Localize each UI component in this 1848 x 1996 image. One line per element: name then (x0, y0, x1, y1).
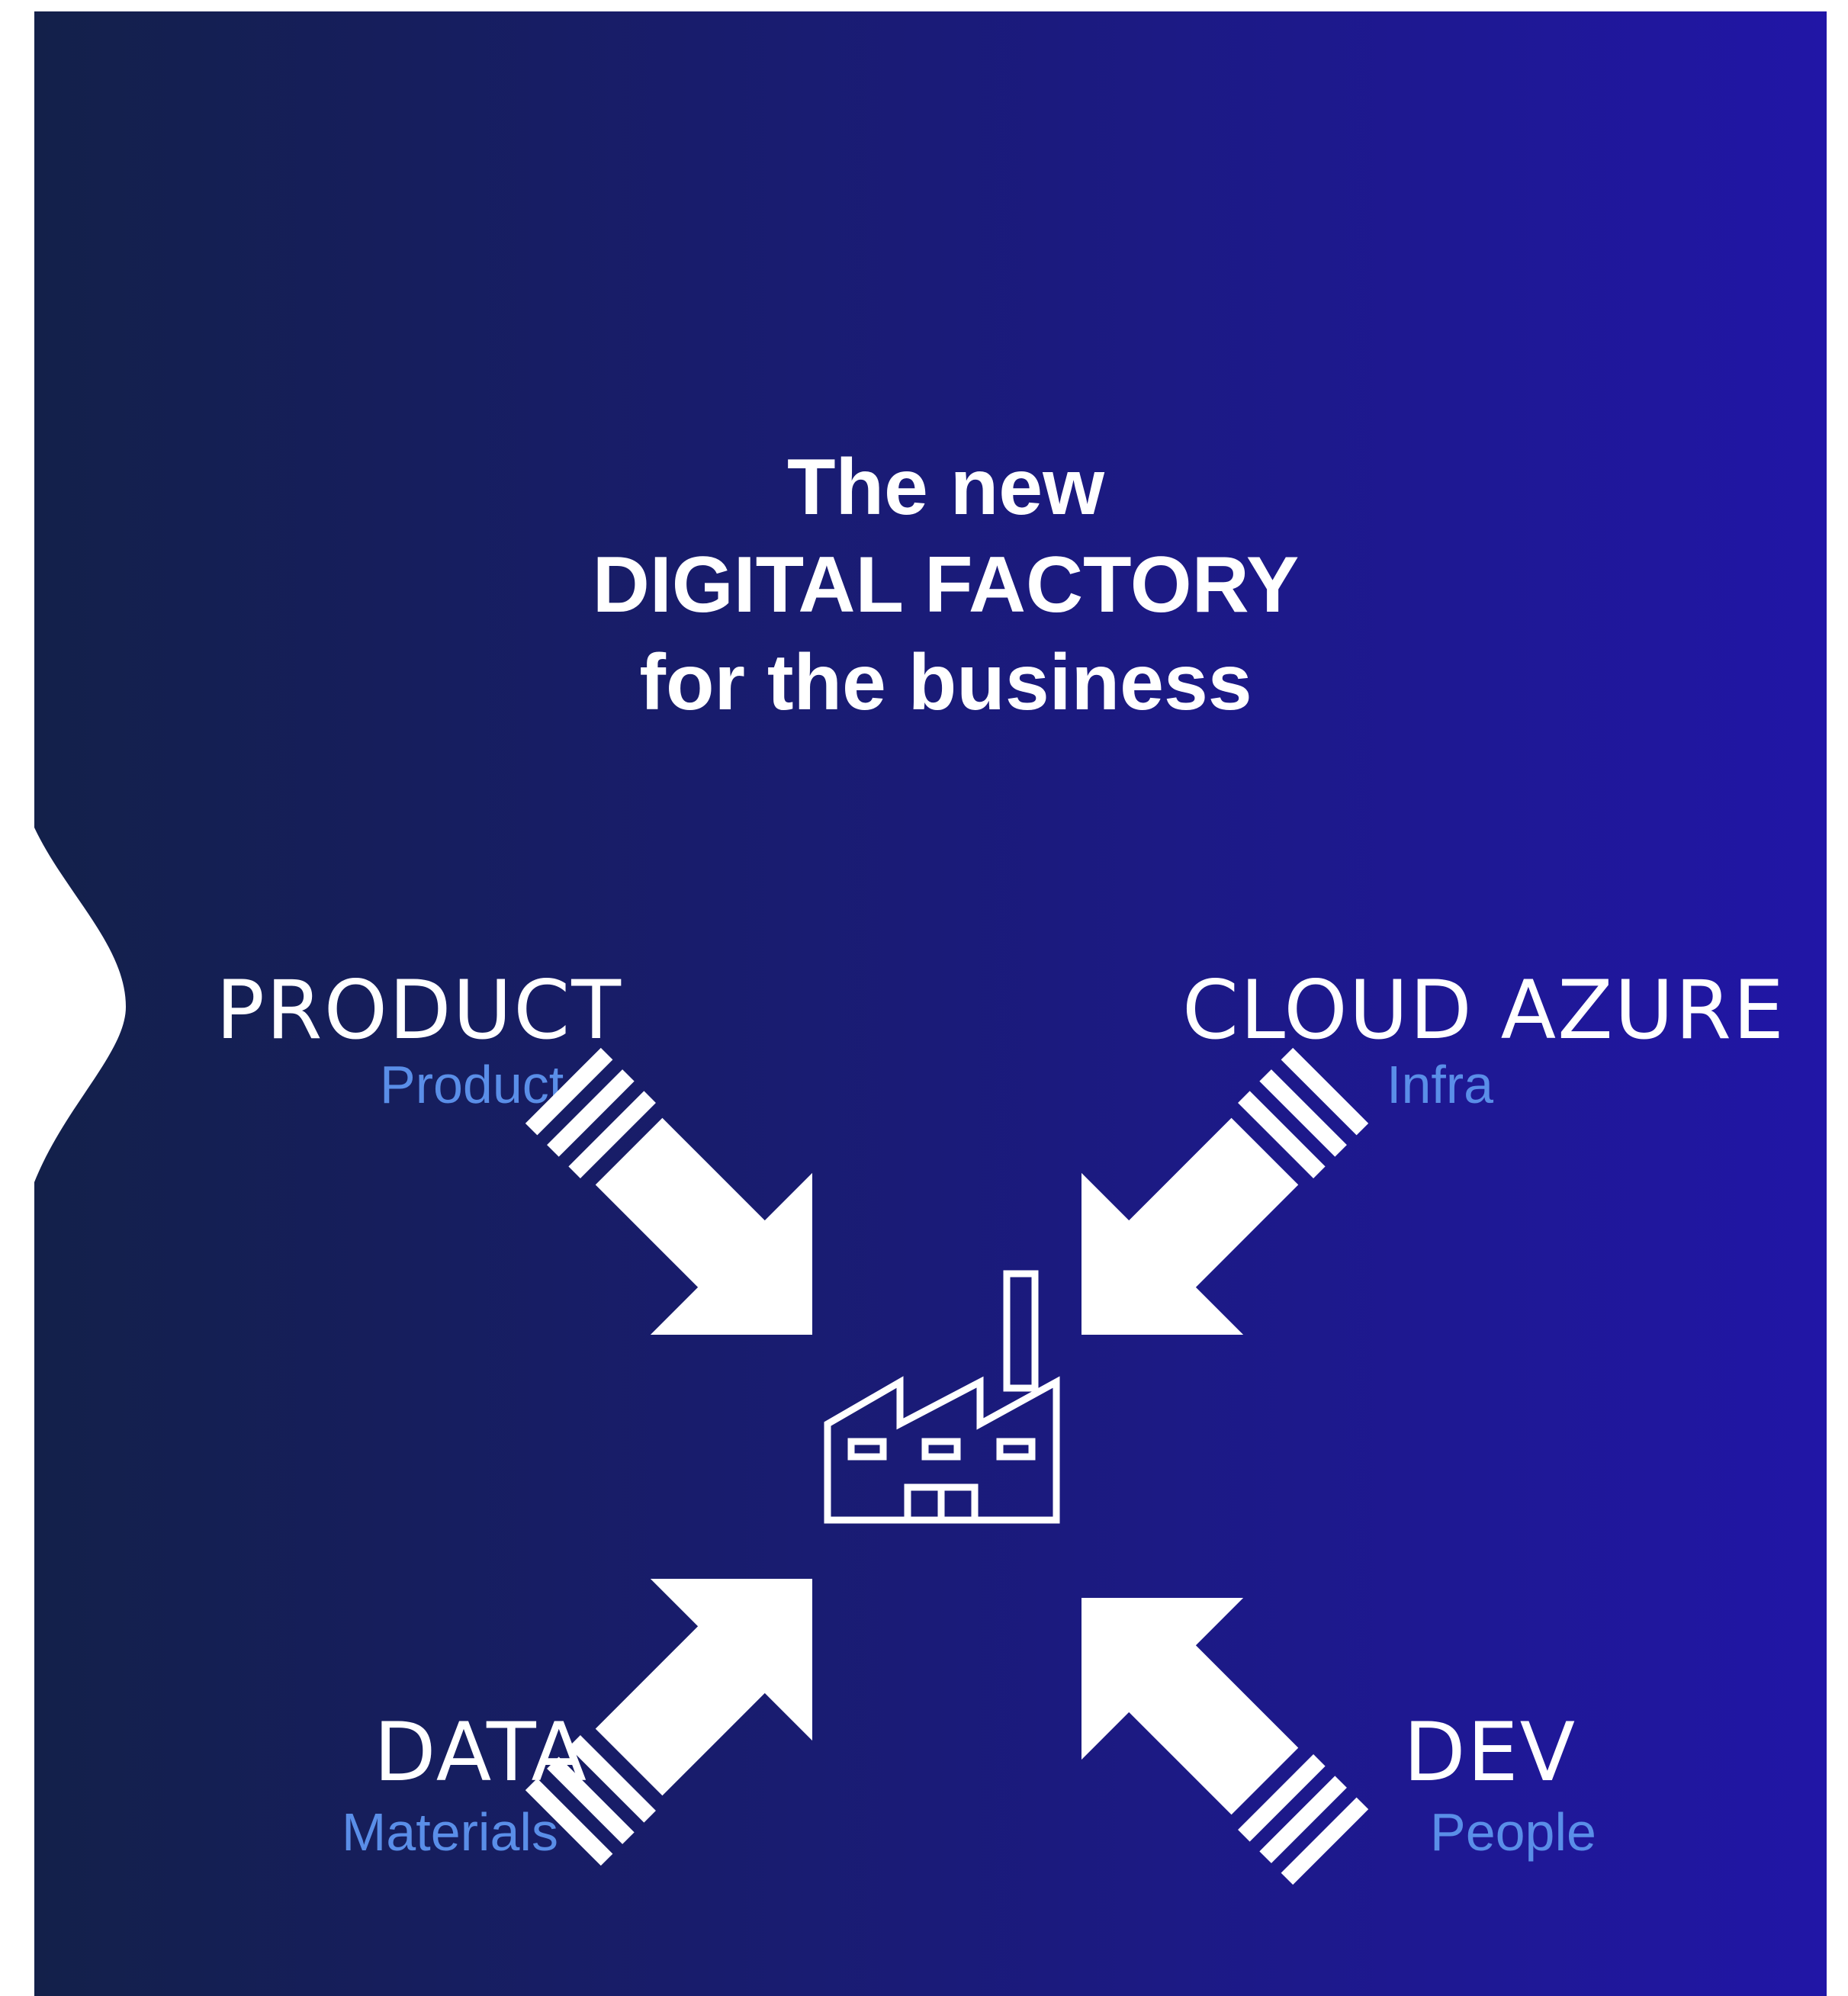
label-dev: DEV (1403, 1705, 1577, 1799)
arrow-down-right-icon (482, 1004, 894, 1416)
arrow-down-left-icon (1000, 1004, 1412, 1416)
arrow-up-right-icon (482, 1497, 894, 1909)
sub-people: People (1430, 1802, 1596, 1862)
title-line-3: for the business (639, 638, 1252, 727)
sub-product: Product (380, 1055, 564, 1114)
label-data: DATA (374, 1705, 589, 1799)
title-line-2: DIGITAL FACTORY (592, 541, 1300, 629)
page-title: The new DIGITAL FACTORY for the business (488, 439, 1403, 731)
sub-infra: Infra (1387, 1055, 1494, 1114)
sub-materials: Materials (342, 1802, 558, 1862)
title-line-1: The new (786, 443, 1105, 532)
label-cloud-azure: CLOUD AZURE (1182, 963, 1785, 1057)
arrow-up-left-icon (1000, 1516, 1412, 1928)
label-product: PRODUCT (216, 963, 622, 1057)
factory-icon (824, 1270, 1060, 1524)
